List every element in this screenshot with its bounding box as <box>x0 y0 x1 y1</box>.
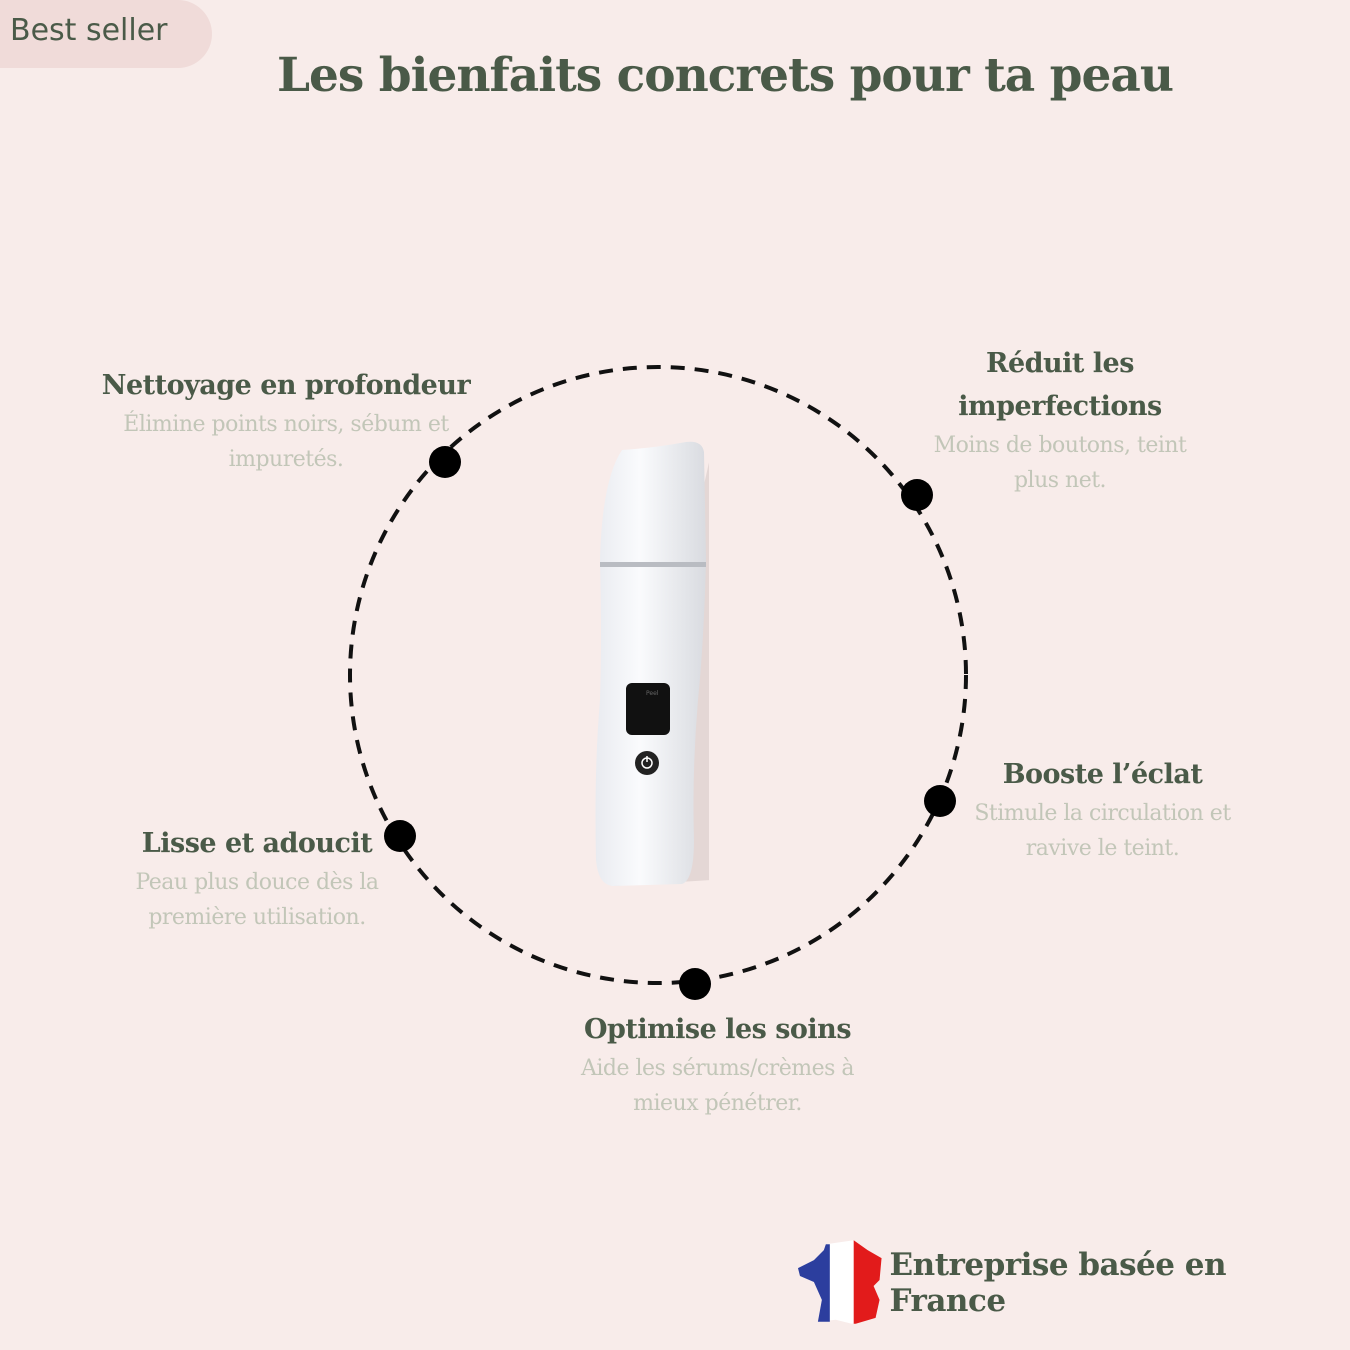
power-icon <box>635 751 659 775</box>
benefit-dot <box>901 479 933 511</box>
dashed-circle <box>348 365 968 985</box>
benefit-description: Peau plus douce dès la première utilisat… <box>135 870 379 930</box>
best-seller-badge: Best seller <box>0 0 212 68</box>
footer-label: Entreprise basée en France <box>889 1247 1227 1319</box>
benefit-dot <box>924 785 956 817</box>
footer-made-in-france: Entreprise basée en France <box>796 1240 1350 1326</box>
benefit-dot <box>384 820 416 852</box>
benefit-title: Lisse et adoucit <box>141 828 373 859</box>
device-screen-text: Peel <box>646 690 659 697</box>
benefit-skincare: Optimise les soins Aide les sérums/crème… <box>565 1008 870 1121</box>
benefit-title: Optimise les soins <box>583 1014 852 1045</box>
benefit-dot <box>429 446 461 478</box>
benefit-title: Nettoyage en profondeur <box>101 370 471 401</box>
skin-scrubber-device-image: Peel <box>595 441 709 886</box>
benefit-title: Réduit les imperfections <box>958 348 1162 422</box>
benefit-radiance: Booste l’éclat Stimule la circulation et… <box>960 753 1245 866</box>
page-title: Les bienfaits concrets pour ta peau <box>276 48 1174 103</box>
badge-label: Best seller <box>10 13 168 48</box>
benefit-title: Booste l’éclat <box>1002 759 1203 790</box>
france-flag-map-icon <box>797 1240 882 1324</box>
benefit-description: Moins de boutons, teint plus net. <box>933 433 1187 493</box>
benefit-imperfections: Réduit les imperfections Moins de bouton… <box>920 342 1200 498</box>
benefit-description: Aide les sérums/crèmes à mieux pénétrer. <box>580 1056 855 1116</box>
benefit-deep-cleaning: Nettoyage en profondeur Élimine points n… <box>100 364 472 477</box>
device-screen <box>626 683 670 735</box>
benefit-dot <box>679 968 711 1000</box>
benefit-description: Stimule la circulation et ravive le tein… <box>974 801 1231 861</box>
benefit-description: Élimine points noirs, sébum et impuretés… <box>123 412 449 472</box>
benefit-smooth: Lisse et adoucit Peau plus douce dès la … <box>122 822 392 935</box>
